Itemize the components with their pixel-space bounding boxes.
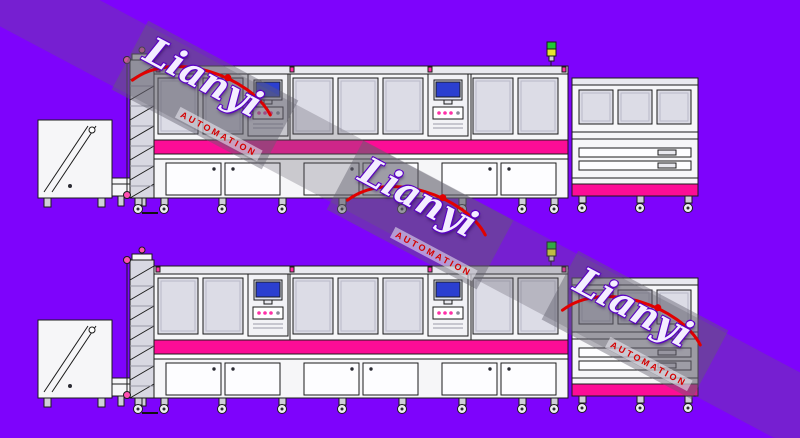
production-line-drawing (37, 241, 699, 414)
cabinet-door (303, 362, 360, 396)
top-pulley (138, 46, 146, 54)
unload-pink-stripe (571, 383, 699, 397)
watermark-stamp: Lianyi AUTOMATION (326, 140, 514, 290)
signal-tower (546, 241, 557, 266)
conveyor-band (153, 339, 569, 360)
unload-station (571, 77, 699, 213)
hmi-screen (435, 81, 461, 98)
window-panel (382, 277, 424, 335)
inclined-feeder (37, 319, 113, 408)
window-panel (292, 77, 334, 135)
drawer (578, 160, 692, 171)
production-line-drawing (37, 41, 699, 214)
casters (159, 397, 559, 414)
top-pulley (138, 246, 146, 254)
window-panel (157, 277, 199, 335)
window-panel (472, 77, 514, 135)
window-panel (337, 277, 379, 335)
hmi-screen (255, 281, 281, 298)
watermark-stamp: Lianyi AUTOMATION (111, 20, 299, 170)
unload-window (617, 89, 653, 125)
production-line-top (30, 40, 700, 218)
hmi-screen-panel (247, 273, 289, 337)
signal-tower (546, 41, 557, 66)
main-line-upper (153, 265, 569, 341)
main-line-upper (153, 65, 569, 141)
window-panel (292, 277, 334, 335)
window-panel (517, 277, 559, 335)
window-panel (382, 77, 424, 135)
window-panel (202, 277, 244, 335)
window-panel (472, 277, 514, 335)
drawer (578, 147, 692, 158)
cabinet-door (441, 162, 498, 196)
unload-pink-stripe (571, 183, 699, 197)
window-panel (517, 77, 559, 135)
cabinet-door (303, 162, 360, 196)
watermark-swoosh-icon (130, 65, 272, 117)
casters (159, 197, 559, 214)
unload-window (578, 89, 614, 125)
cabinet-door (165, 162, 222, 196)
elevator-tower (123, 46, 155, 214)
hmi-screen-panel (427, 73, 469, 137)
watermark-swoosh-icon (560, 295, 702, 347)
watermark-swoosh-icon (345, 185, 487, 237)
window-panel (337, 77, 379, 135)
elevator-tower (123, 246, 155, 414)
signal-light-green (546, 41, 557, 50)
hmi-screen-panel (427, 273, 469, 337)
inclined-feeder (37, 119, 113, 208)
production-line-bottom (30, 240, 700, 418)
conveyor-pink-stripe (153, 339, 569, 355)
unload-window (656, 89, 692, 125)
hmi-screen (255, 81, 281, 98)
watermark-stamp: Lianyi AUTOMATION (541, 250, 729, 400)
lower-cabinets (153, 358, 569, 399)
signal-light-yellow (546, 48, 557, 57)
hmi-screen-panel (247, 73, 289, 137)
cabinet-door (165, 362, 222, 396)
hmi-screen (435, 281, 461, 298)
cabinet-door (441, 362, 498, 396)
